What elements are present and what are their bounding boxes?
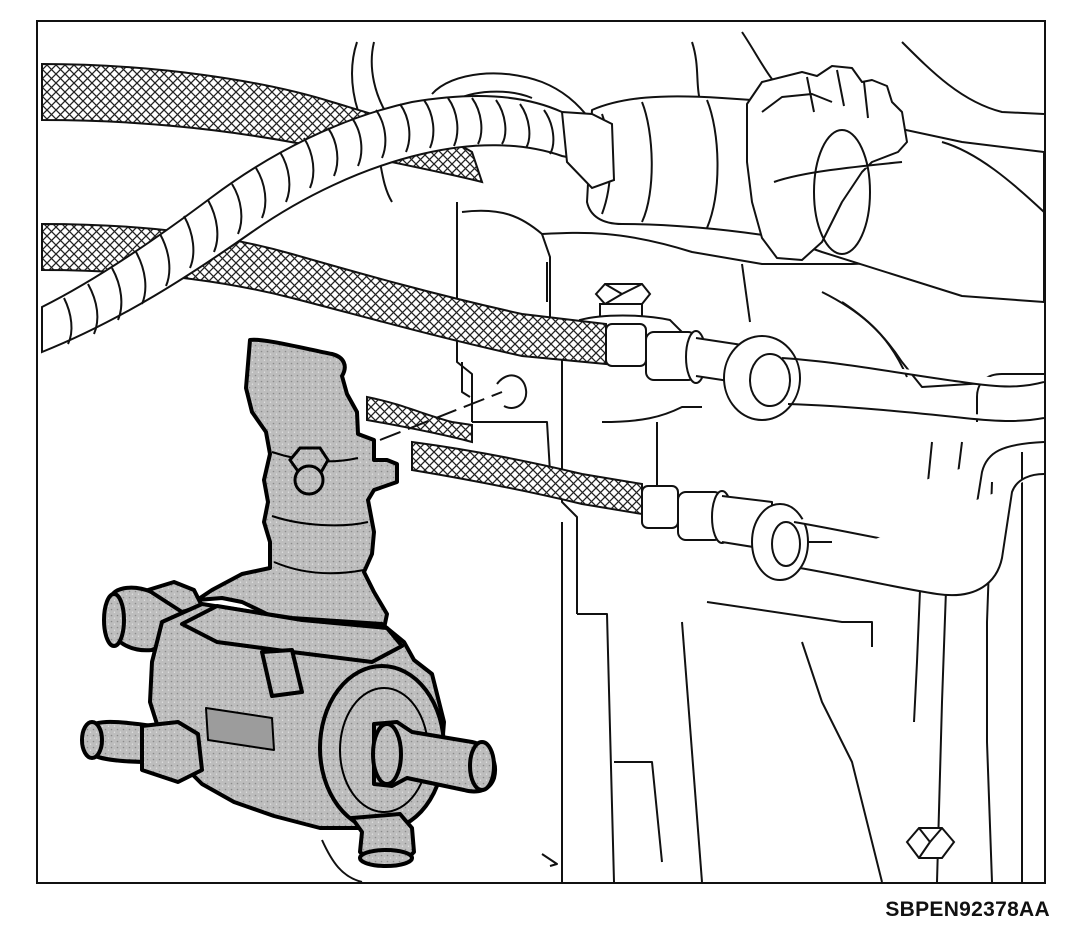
engine-block xyxy=(321,31,1044,882)
fuel-line-fittings xyxy=(605,323,1044,597)
bracket-icon xyxy=(195,337,399,652)
exploded-view-illustration xyxy=(41,31,1044,882)
alignment-leader-line xyxy=(379,391,503,441)
illustration-frame xyxy=(36,20,1046,884)
hose-clamp xyxy=(586,65,1044,303)
figure-code-label: SBPEN92378AA xyxy=(885,898,1050,921)
mounting-bolt xyxy=(288,446,330,496)
solenoid-valve-icon xyxy=(80,580,497,868)
mounting-bolt xyxy=(905,827,956,859)
spiral-wrapped-harness xyxy=(41,95,616,354)
